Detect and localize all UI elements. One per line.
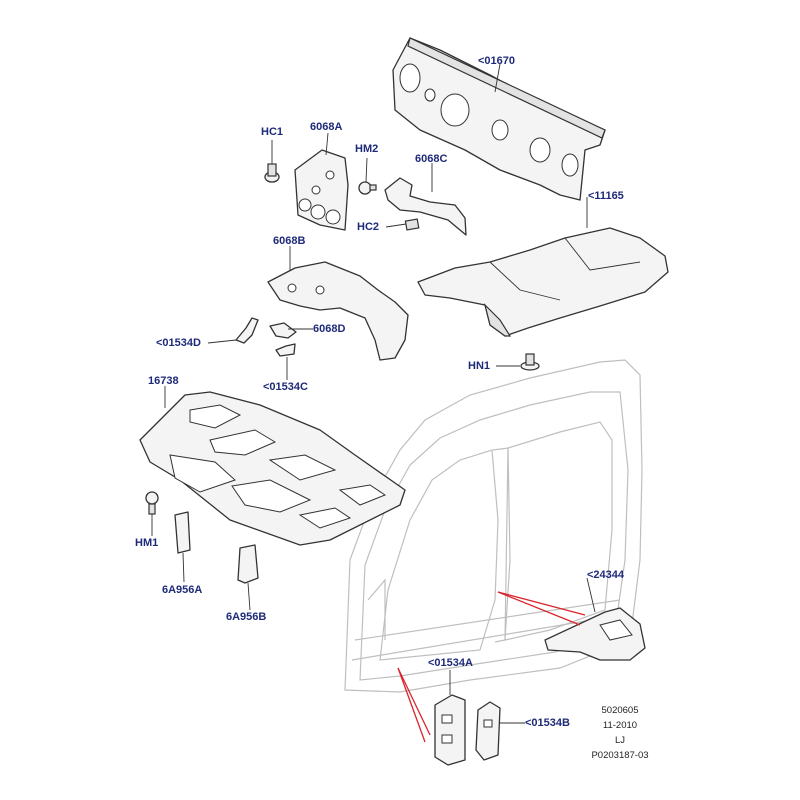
callout-16738: 16738 (148, 375, 179, 387)
callout-01534b: <01534B (525, 717, 570, 729)
callout-01534c: <01534C (263, 381, 308, 393)
callout-hc2: HC2 (357, 221, 380, 233)
callout-6a956b: 6A956B (226, 611, 267, 623)
callout-hn1: HN1 (468, 360, 491, 372)
callout-hm2: HM2 (355, 143, 379, 155)
leader-lines (151, 63, 596, 724)
bracket-6068c (384, 177, 467, 236)
insulator-6068a (294, 149, 349, 231)
dash-panel-upper (392, 37, 606, 201)
insulator-6068b (267, 261, 409, 361)
callout-6068b: 6068B (273, 235, 306, 247)
callout-01534a: <01534A (428, 657, 473, 669)
callout-hm1: HM1 (135, 537, 159, 549)
reference-illustration-id: P0203187-03 (591, 750, 649, 761)
clip-6068d (269, 322, 297, 339)
strip-6a956b (237, 544, 259, 584)
location-lines (397, 591, 586, 743)
callout-6a956a: 6A956A (162, 584, 203, 596)
panel-01534b (475, 701, 501, 761)
callout-6068c: 6068C (415, 153, 448, 165)
insulator-24344 (544, 607, 646, 661)
fastener-hm1 (145, 491, 159, 515)
tunnel-insulator (417, 227, 669, 337)
callout-01534d: <01534D (156, 337, 201, 349)
hood-insulator (139, 391, 406, 546)
reference-date: 11-2010 (602, 720, 638, 731)
callout-6068a: 6068A (310, 121, 343, 133)
nut-hn1 (520, 353, 540, 371)
reference-model: LJ (614, 735, 626, 746)
strip-6a956a (174, 511, 191, 554)
callout-hc1: HC1 (261, 126, 284, 138)
callout-01670: <01670 (478, 55, 516, 67)
bracket-01534c (275, 343, 296, 357)
bracket-01534d (235, 317, 259, 344)
panel-01534a (434, 694, 466, 766)
callout-24344: <24344 (587, 569, 625, 581)
clip-hc2 (404, 218, 420, 231)
reference-number: 5020605 (601, 705, 639, 716)
fastener-hm2 (358, 181, 377, 195)
callout-11165: <11165 (588, 190, 624, 202)
callout-6068d: 6068D (313, 323, 346, 335)
